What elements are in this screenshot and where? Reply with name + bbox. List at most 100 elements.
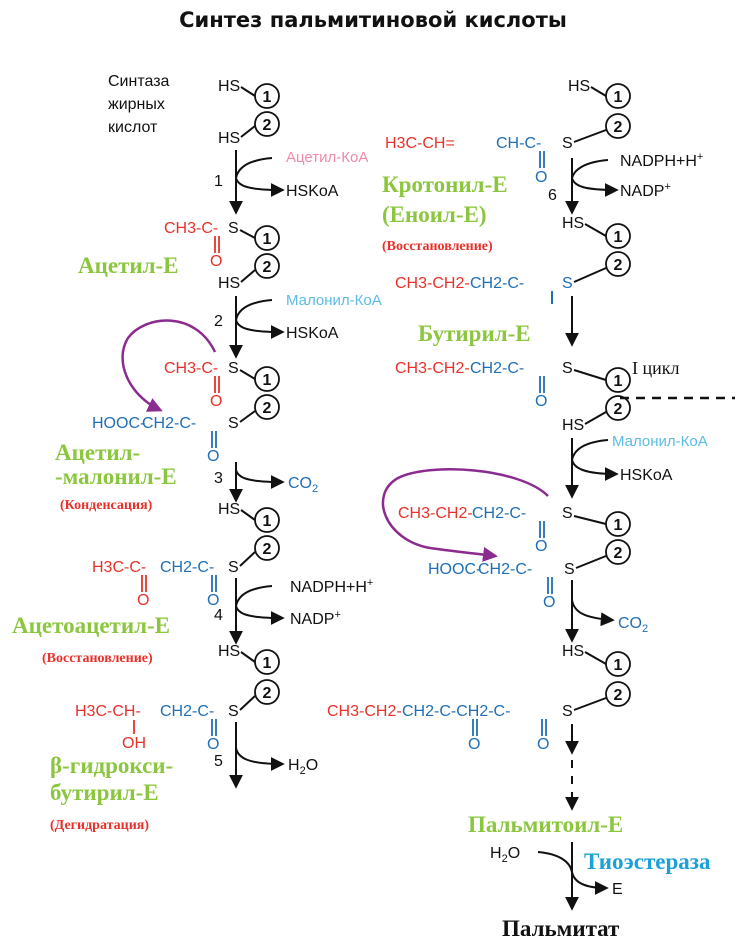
domain-1-circle (254, 649, 280, 675)
long-chain-red: CH3-CH2- (327, 703, 402, 720)
step-4-number: 4 (214, 607, 223, 624)
step-3-side-arrow (235, 469, 285, 489)
domain-2-circle (254, 679, 280, 705)
step-1-side-arrow (234, 157, 285, 197)
acetyl-malonyl-label-2: -малонил-Е (55, 464, 177, 489)
acetoacetyl-e-label: Ацетоацетил-Е (12, 613, 170, 638)
domain-2-label: 2 (263, 117, 272, 134)
palmitate-label: Пальмитат (502, 916, 620, 941)
domain-2-circle (254, 253, 280, 279)
domain-2-circle (254, 394, 280, 420)
domain-1-circle (254, 225, 280, 251)
hs-label: HS (562, 417, 584, 434)
domain-2-circle (254, 535, 280, 561)
domain-1-label: 1 (263, 513, 272, 530)
crotonyl-blue-group: CH-C- (496, 135, 541, 152)
nadph-label: NADPH+H+ (290, 577, 373, 596)
domain-2-circle (605, 251, 631, 277)
domain-1-circle (605, 367, 631, 393)
step-6-number: 6 (548, 187, 557, 204)
oxygen-label: O (535, 169, 547, 186)
acetyl-e-label: Ацетил-Е (78, 253, 179, 278)
enzyme-label-line2: жирных (108, 96, 165, 113)
reduction-label: (Восстановление) (42, 651, 153, 666)
sulfur-label: S (228, 703, 239, 720)
domain-2-label: 2 (614, 119, 623, 136)
domain-1-circle (605, 651, 631, 677)
butyryl-blue-group: CH2-C- (470, 275, 524, 292)
reduction2-label: (Восстановление) (382, 239, 493, 254)
hs-label: HS (218, 78, 240, 95)
step-2-number: 2 (214, 313, 223, 330)
domain-1-label: 1 (263, 89, 272, 106)
malonyl-group: CH2-C- (142, 415, 196, 432)
hs-label: HS (568, 78, 590, 95)
h2o-label: H2O (490, 845, 520, 865)
domain-1-circle (605, 83, 631, 109)
hs-label: HS (562, 643, 584, 660)
domain-2-label: 2 (263, 400, 272, 417)
long-chain-blue: CH2-C-CH2-C- (402, 703, 510, 720)
domain-1-circle (605, 223, 631, 249)
acetoacetyl-e-structure: HS 1 2 H3C-C- O CH2-C- O S (92, 501, 280, 609)
domain-1-circle (254, 507, 280, 533)
hs-label: HS (218, 275, 240, 292)
domain-2-label: 2 (263, 541, 272, 558)
right-condensation-structure: CH3-CH2- CH2-C- O S 1 2 HOOC- CH2-C- O S (381, 468, 631, 611)
sulfur-label: S (562, 703, 573, 720)
hydroxy-label-1: β-гидрокси- (50, 753, 173, 778)
hs-label: HS (562, 215, 584, 232)
oxygen-label: O (210, 393, 222, 410)
domain-2-circle (605, 395, 631, 421)
cycle2-side-arrow (570, 439, 619, 481)
sulfur-label: S (562, 360, 573, 377)
sulfur-label: S (228, 559, 239, 576)
h2o-label: H2O (288, 757, 318, 777)
acetyl-group: H3C-C- (92, 559, 146, 576)
oxygen-label: O (207, 736, 219, 753)
domain-1-label: 1 (614, 89, 623, 106)
domain-1-circle (254, 83, 280, 109)
domain-2-label: 2 (614, 687, 623, 704)
malonyl-coa-label: Малонил-КоА (612, 433, 708, 450)
acetyl-e-structure: CH3-C- O S 1 2 HS (164, 220, 280, 292)
hskoa-label: HSKoA (620, 467, 673, 484)
nadph-label: NADPH+H+ (620, 151, 703, 170)
oxygen-label: O (535, 393, 547, 410)
butyryl-blue-group: CH2-C- (470, 360, 524, 377)
thioesterase-label: Тиоэстераза (584, 849, 711, 874)
domain-1-label: 1 (263, 231, 272, 248)
hooc-group: HOOC- (92, 415, 145, 432)
acetyl-malonyl-e-structure: CH3-C- O S 1 2 HOOC- CH2-C- O S (92, 319, 280, 465)
nadp-label: NADP+ (620, 181, 671, 200)
oxygen-label: O (537, 736, 549, 753)
oxygen-label: O (535, 538, 547, 555)
sulfur-label: S (228, 220, 239, 237)
domain-1-label: 1 (263, 372, 272, 389)
oxygen-label: O (207, 448, 219, 465)
malonyl-group: CH2-C- (478, 561, 532, 578)
butyryl-red-group: CH3-CH2- (395, 360, 470, 377)
butyryl-red-group: CH3-CH2- (395, 275, 470, 292)
malonyl-group: CH2-C- (160, 703, 214, 720)
butyryl-blue-group: CH2-C- (472, 505, 526, 522)
nadp-label: NADP+ (290, 609, 341, 628)
enzyme-start: HS 1 2 HS (218, 78, 280, 147)
hydroxybutyryl-e-structure: HS 1 2 H3C-CH- OH CH2-C- O S (75, 643, 280, 753)
crotonyl-red-group: H3C-CH= (385, 135, 455, 152)
malonyl-group: CH2-C- (160, 559, 214, 576)
enzyme-label-line3: кислот (108, 119, 158, 136)
domain-2-circle (605, 681, 631, 707)
enoyl-e-label: (Еноил-Е) (382, 202, 487, 227)
domain-2-label: 2 (614, 545, 623, 562)
butyryl-e-structure: HS 1 2 CH3-CH2- CH2-C- S (395, 215, 631, 304)
oxygen-label: O (210, 253, 222, 270)
sulfur-label: S (228, 415, 239, 432)
oxygen-label: O (468, 736, 480, 753)
step-1-number: 1 (214, 173, 223, 190)
step-2-side-arrow (234, 299, 285, 339)
sulfur-label: S (562, 275, 573, 292)
domain-1-circle (605, 511, 631, 537)
right-enzyme-top: HS 1 2 H3C-CH= CH-C- O S (385, 78, 631, 186)
